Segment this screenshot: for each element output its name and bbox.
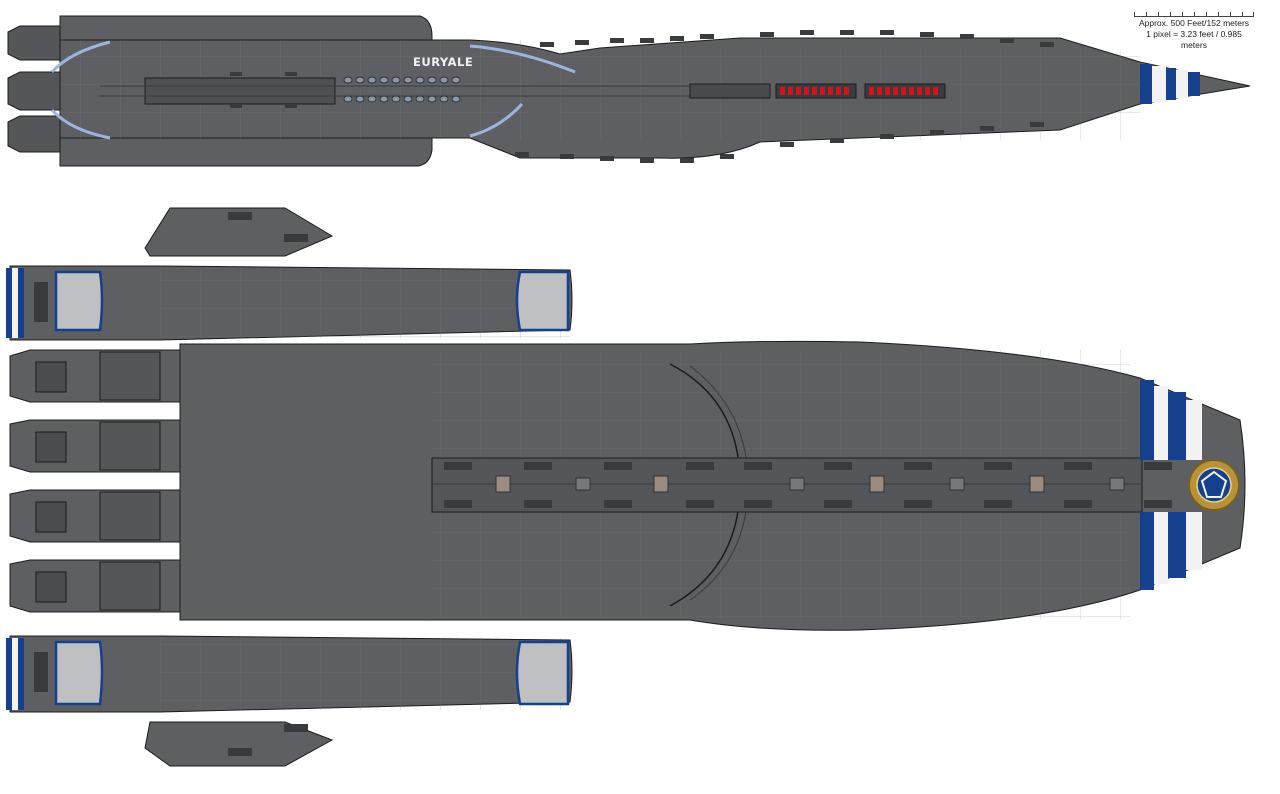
side-lower-pod (59, 135, 433, 167)
top-lower-wing (144, 721, 334, 767)
scale-line-1: Approx. 500 Feet/152 meters (1138, 18, 1250, 28)
top-upper-wing (144, 207, 334, 257)
scale-bar (1134, 12, 1254, 17)
engine-nozzle-icon (35, 361, 67, 603)
turret-icon (230, 30, 1054, 163)
turret-icon (34, 212, 1172, 756)
scale-line-2: 1 pixel = 3.23 feet / 0.985 meters (1146, 29, 1242, 50)
top-bow-stripes (1140, 380, 1202, 590)
top-view (6, 207, 1246, 767)
side-bow-stripes (1140, 64, 1200, 104)
emblem-icon (1188, 459, 1240, 511)
red-light-strip (775, 83, 946, 99)
engine-nozzle-icon (7, 25, 65, 153)
ship-name-label: EURYALE (413, 55, 474, 69)
side-view (7, 15, 1251, 167)
scale-legend: Approx. 500 Feet/152 meters 1 pixel = 3.… (1134, 12, 1254, 51)
